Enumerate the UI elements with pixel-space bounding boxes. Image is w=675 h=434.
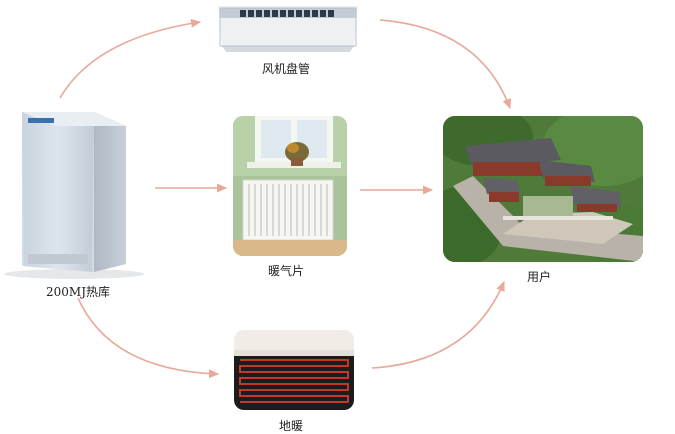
courtyard-house-icon bbox=[443, 116, 643, 262]
fan-coil-unit-icon bbox=[214, 2, 362, 54]
radiator-label: 暖气片 bbox=[268, 264, 305, 278]
radiator-icon bbox=[233, 116, 347, 256]
arrow-floor-to-user bbox=[371, 280, 505, 369]
arrow-heatstore-to-fancoil bbox=[59, 18, 202, 99]
user-label: 用户 bbox=[527, 270, 552, 284]
arrow-fancoil-to-user bbox=[379, 19, 512, 110]
fan-coil-label: 风机盘管 bbox=[262, 62, 311, 76]
floor-heating-label: 地暖 bbox=[279, 419, 304, 433]
floor-heating-pipes-icon bbox=[234, 330, 354, 410]
arrow-heatstore-to-floor bbox=[77, 297, 220, 379]
heat-store-label: 200MJ热库 bbox=[46, 285, 111, 299]
heat-storage-cabinet-icon bbox=[2, 104, 152, 280]
